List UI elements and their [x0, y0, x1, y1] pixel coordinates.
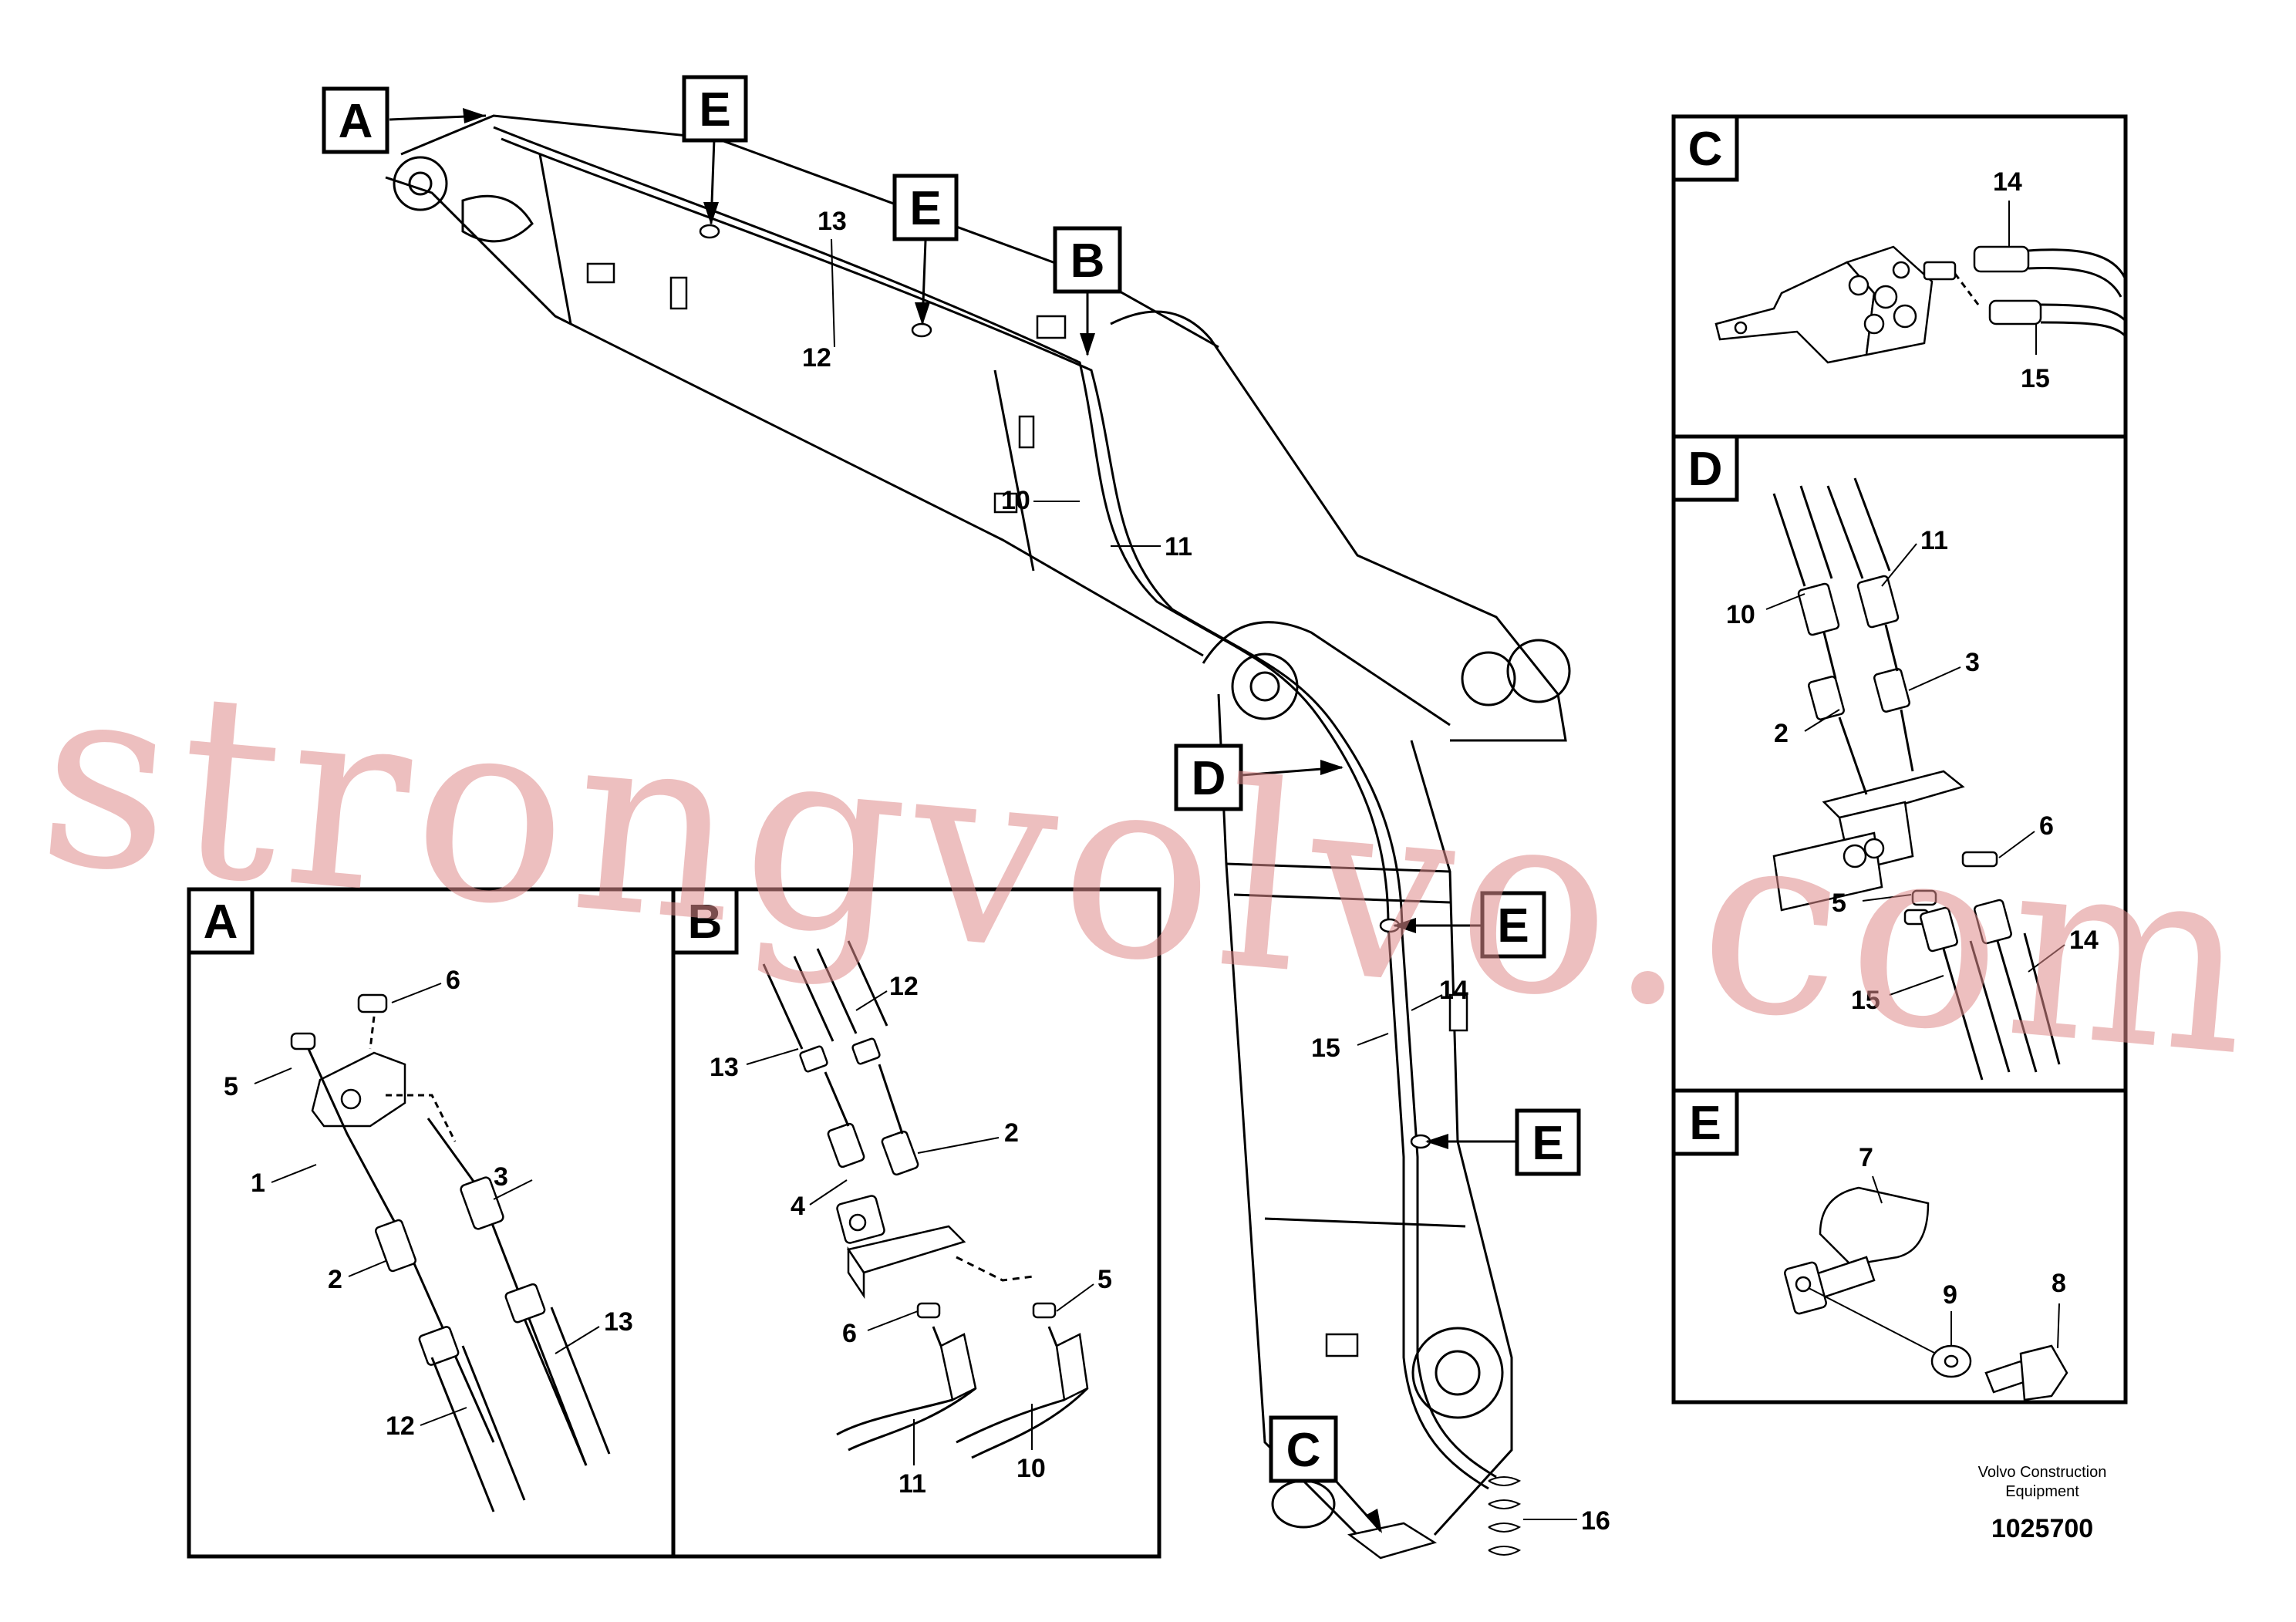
detail-B-title: B [688, 895, 723, 949]
tag-text: E [1497, 899, 1529, 953]
svg-text:12: 12 [386, 1411, 415, 1441]
credit-line-2: Equipment [2005, 1483, 2079, 1500]
detail-C-title: C [1688, 123, 1723, 176]
svg-text:12: 12 [889, 972, 919, 1001]
tag-text: B [1070, 234, 1105, 288]
main-assembly-drawing [385, 114, 1571, 1560]
svg-text:3: 3 [1965, 648, 1980, 677]
detail-B-panel: B [671, 887, 1161, 1559]
watermark-text: strongvolvo.com [30, 625, 2269, 1114]
detail-D-panel: D [1671, 434, 2128, 1093]
detail-B-callouts: 12 13 2 4 5 6 11 10 [710, 972, 1112, 1499]
callout-12: 12 [802, 343, 831, 373]
svg-text:4: 4 [791, 1192, 805, 1221]
tag-text: E [1532, 1117, 1563, 1170]
main-tag-A[interactable]: A [322, 86, 389, 154]
svg-text:5: 5 [224, 1072, 238, 1101]
main-tag-E-2[interactable]: E [892, 174, 959, 241]
svg-text:8: 8 [2052, 1269, 2066, 1298]
main-tag-E-3[interactable]: E [1480, 891, 1546, 959]
svg-text:1: 1 [251, 1168, 265, 1198]
callout-13: 13 [818, 207, 847, 236]
callout-11: 11 [1165, 532, 1192, 561]
callout-14: 14 [1439, 976, 1468, 1005]
svg-text:15: 15 [2021, 364, 2050, 393]
svg-text:2: 2 [328, 1265, 342, 1294]
svg-text:3: 3 [494, 1162, 508, 1192]
detail-A-title: A [204, 895, 238, 949]
credit-block: Volvo Construction Equipment 1025700 [1978, 1464, 2107, 1543]
svg-text:14: 14 [2069, 926, 2099, 955]
svg-text:13: 13 [604, 1307, 633, 1337]
detail-E-title: E [1689, 1097, 1721, 1150]
svg-text:7: 7 [1859, 1143, 1873, 1172]
detail-E-callouts: 7 9 8 [1859, 1143, 2066, 1349]
svg-text:2: 2 [1004, 1118, 1019, 1148]
main-tag-C[interactable]: C [1269, 1415, 1338, 1483]
tag-text: E [699, 83, 730, 137]
credit-line-1: Volvo Construction [1978, 1464, 2107, 1481]
detail-D-callouts: 11 10 3 2 6 5 14 15 [1726, 526, 2099, 1015]
svg-text:10: 10 [1017, 1454, 1046, 1483]
svg-text:6: 6 [842, 1319, 857, 1348]
tag-text: A [339, 95, 373, 148]
main-callouts: 13 12 10 11 14 15 16 [802, 207, 1610, 1536]
svg-text:11: 11 [899, 1469, 926, 1499]
svg-text:15: 15 [1851, 986, 1880, 1015]
drawing-number: 1025700 [1991, 1514, 2093, 1543]
detail-E-panel: E [1671, 1088, 2128, 1404]
callout-15: 15 [1311, 1034, 1340, 1063]
svg-text:13: 13 [710, 1053, 739, 1082]
svg-text:5: 5 [1097, 1265, 1112, 1294]
tag-text: E [909, 182, 941, 235]
callout-16: 16 [1581, 1506, 1610, 1536]
detail-C-panel: C [1671, 114, 2128, 439]
detail-A-callouts: 6 5 3 1 2 13 12 [224, 966, 633, 1441]
detail-D-title: D [1688, 443, 1723, 496]
svg-text:11: 11 [1920, 526, 1948, 555]
tag-text: C [1286, 1424, 1321, 1477]
main-tag-E-4[interactable]: E [1515, 1108, 1581, 1176]
main-tag-E-1[interactable]: E [682, 75, 748, 143]
svg-text:14: 14 [1993, 167, 2022, 197]
svg-text:6: 6 [446, 966, 460, 995]
svg-text:6: 6 [2039, 811, 2054, 841]
svg-text:10: 10 [1726, 600, 1755, 629]
main-pointer-lines [389, 108, 1515, 1533]
tag-text: D [1192, 752, 1226, 805]
svg-text:2: 2 [1774, 719, 1789, 748]
main-tag-D[interactable]: D [1174, 744, 1243, 811]
callout-10: 10 [1001, 486, 1030, 515]
watermark: strongvolvo.com [30, 625, 2269, 1114]
detail-C-callouts: 14 15 [1993, 167, 2050, 393]
main-tag-B[interactable]: B [1053, 226, 1122, 294]
detail-A-panel: A [187, 887, 676, 1559]
svg-text:9: 9 [1943, 1280, 1957, 1310]
svg-text:5: 5 [1832, 889, 1846, 918]
